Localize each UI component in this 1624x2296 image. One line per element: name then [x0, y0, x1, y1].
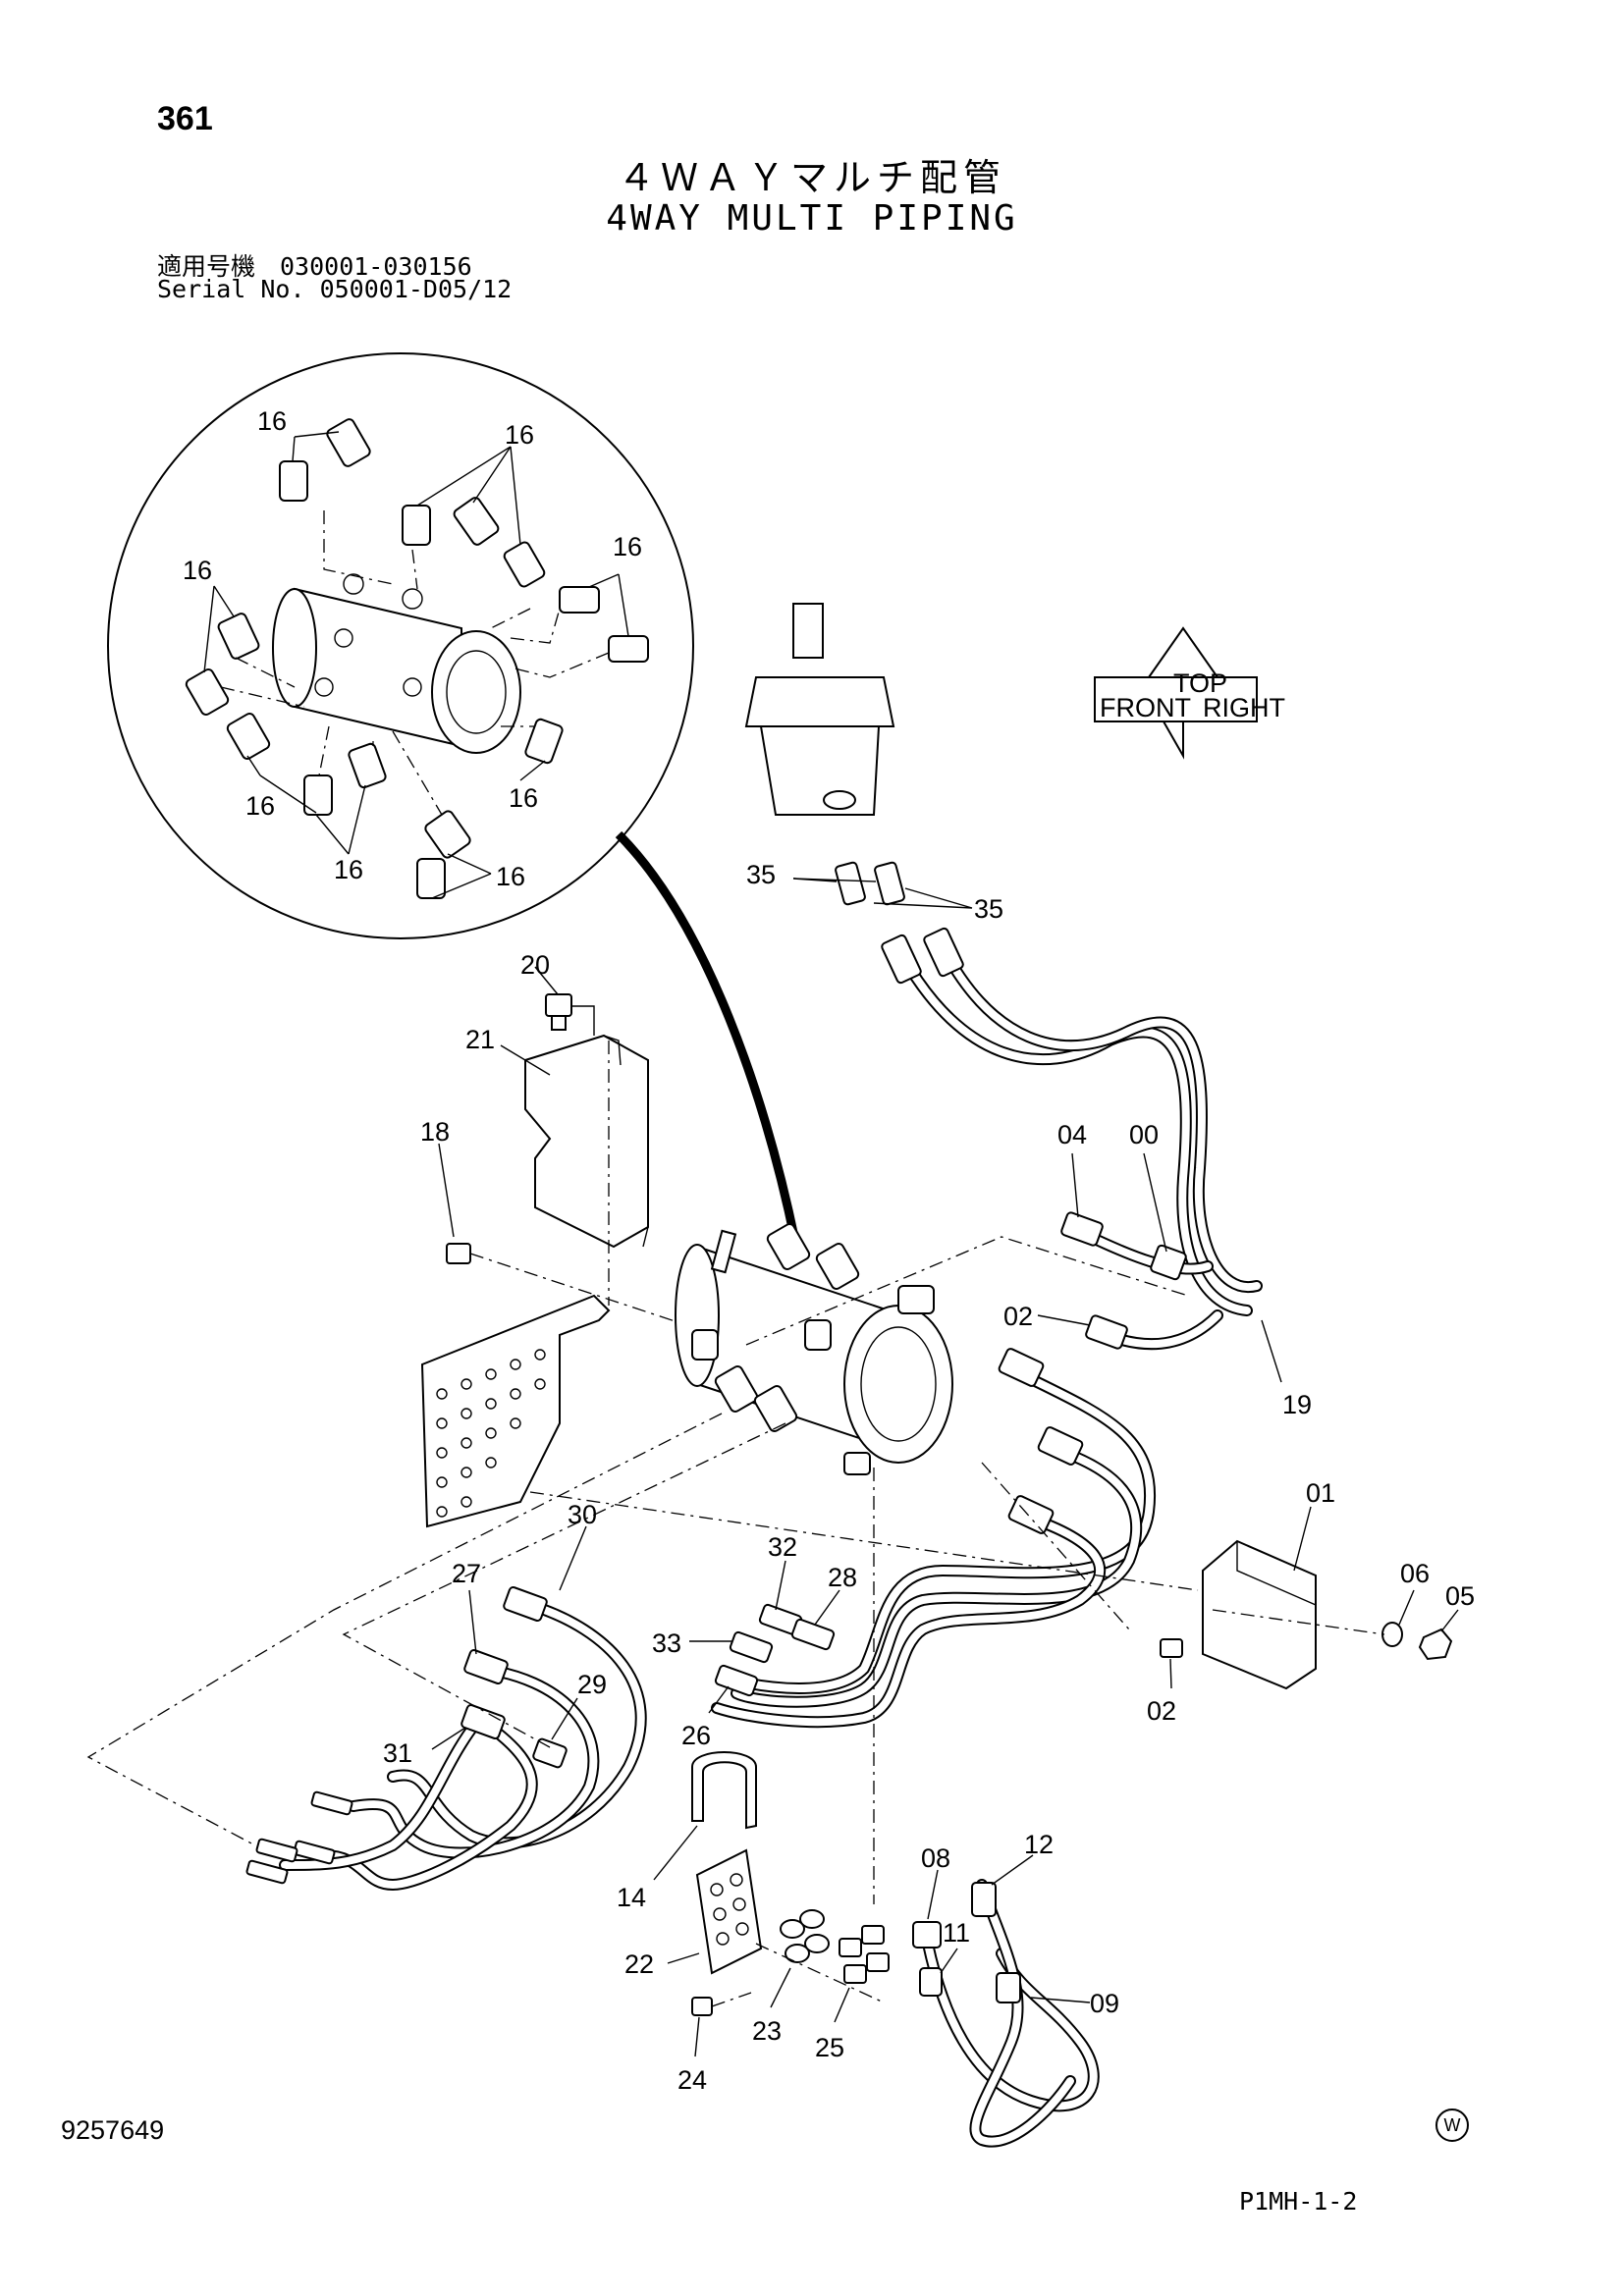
- bracket-01: 01 06 05 02: [1147, 1478, 1475, 1726]
- assembly-guide-lines: [86, 1041, 1199, 1904]
- callout-16: 16: [334, 855, 363, 884]
- callout-25: 11: [943, 1918, 970, 1948]
- orientation-label-right: RIGHT: [1203, 693, 1285, 722]
- orientation-label-front: FRONT: [1100, 693, 1191, 722]
- callout-09: 24: [677, 2065, 707, 2095]
- title-english: 4WAY MULTI PIPING: [606, 198, 1018, 239]
- page-number: 361: [157, 100, 213, 137]
- callout-24: 09: [1090, 1989, 1119, 2018]
- callout-16: 16: [505, 420, 534, 450]
- w-circle-mark: W: [1435, 2109, 1469, 2142]
- left-hose-bundle: 30 27 29 31: [245, 1500, 647, 1892]
- callout-01: 01: [1306, 1478, 1335, 1508]
- right-hose-bundle: [711, 1348, 1157, 1729]
- callout-16: 16: [509, 783, 538, 813]
- callout-16: 16: [183, 556, 212, 585]
- title-japanese: ４ＷＡＹマルチ配管: [617, 156, 1006, 199]
- swivel-motor: 35 35: [744, 603, 1003, 924]
- callout-12: 23: [752, 2016, 782, 2046]
- four-way-valve-body: [675, 1223, 953, 1475]
- callout-23: 08: [921, 1843, 950, 1873]
- callout-29: 26: [681, 1721, 711, 1750]
- callout-02: 02: [1147, 1696, 1176, 1726]
- callout-21: 02: [1003, 1302, 1033, 1331]
- callout-02: 18: [420, 1117, 450, 1147]
- callout-05: 05: [1445, 1581, 1475, 1611]
- callout-20: 00: [1129, 1120, 1159, 1149]
- callout-28: 32: [768, 1532, 797, 1562]
- fittings-28-33: 32 28 33 26: [652, 1532, 857, 1750]
- callout-16: 16: [496, 862, 525, 891]
- fittings-19-21: 04 00 02 19: [1003, 1120, 1312, 1419]
- callout-16: 16: [613, 532, 642, 561]
- serial-applicable-machines: 適用号機 030001-030156: [157, 252, 472, 281]
- callout-16: 16: [257, 406, 287, 436]
- callout-35: 35: [746, 860, 776, 889]
- bracket-00: 20 21 18: [420, 950, 747, 1346]
- clamp-assembly: 14 22 23 25 24: [617, 1751, 890, 2095]
- sheet-reference: P1MH-1-2: [1239, 2187, 1358, 2216]
- callout-06: 06: [1400, 1559, 1430, 1588]
- callout-08: 22: [624, 1949, 654, 1979]
- callout-04: 20: [520, 950, 550, 980]
- callout-31: 31: [383, 1738, 412, 1768]
- callout-11: 25: [815, 2033, 844, 2062]
- callout-27: 29: [577, 1670, 607, 1699]
- callout-00: 21: [465, 1025, 495, 1054]
- callout-18: 19: [1282, 1390, 1312, 1419]
- callout-16: 16: [245, 791, 275, 821]
- callout-35: 35: [974, 894, 1003, 924]
- callout-26: 27: [452, 1559, 481, 1588]
- callout-30: 33: [652, 1629, 681, 1658]
- detail-view-circle: 16 16 16 16 16 16 16 16: [107, 352, 800, 1243]
- lower-hose-loop: 08 12 11 09: [912, 1830, 1119, 2148]
- drawing-number: 9257649: [61, 2115, 165, 2145]
- perforated-plate: [420, 1294, 611, 1528]
- orientation-arrow-icon: FRONT TOP RIGHT: [1094, 626, 1285, 760]
- upper-hose-bundle: [881, 927, 1263, 1316]
- callout-19: 04: [1057, 1120, 1087, 1149]
- callout-33: 28: [828, 1563, 857, 1592]
- orientation-label-top: TOP: [1173, 668, 1227, 698]
- serial-number-range: Serial No. 050001-D05/12: [157, 275, 513, 303]
- callout-22: 12: [1024, 1830, 1054, 1859]
- callout-14: 14: [617, 1883, 646, 1912]
